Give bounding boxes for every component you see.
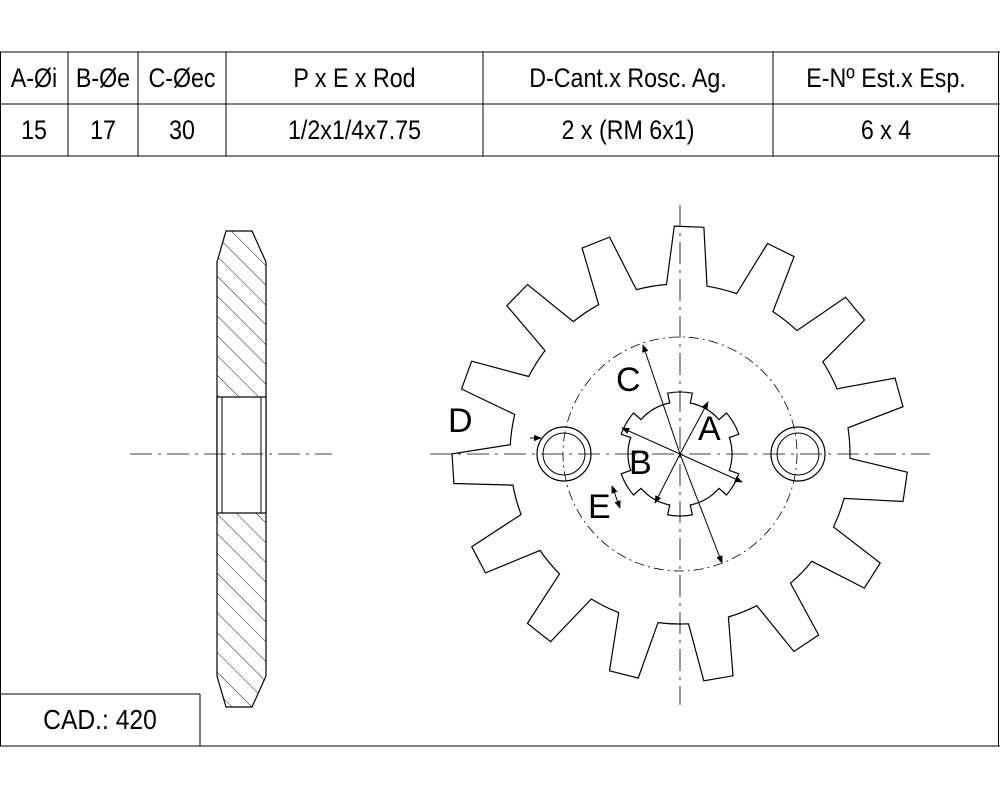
value-e: 6 x 4 [860,114,912,145]
value-d: 2 x (RM 6x1) [561,114,695,145]
header-b-outer-diameter: B-Øe [75,62,131,93]
header-a-inner-diameter: A-Øi [10,62,58,93]
spline-hub [620,391,740,517]
value-a: 15 [21,114,47,145]
header-chain-pitch: P x E x Rod [293,62,416,93]
sprocket-front-view: C D A B E [430,205,930,705]
label-e: E [588,488,611,526]
label-a: A [698,410,721,448]
bolt-circle [562,336,798,572]
value-c: 30 [169,114,195,145]
label-d: D [448,402,473,440]
spec-table-grid [0,51,1000,747]
dimension-lines [530,344,743,564]
header-e-splines: E-Nº Est.x Esp. [806,62,966,93]
value-chain-pitch: 1/2x1/4x7.75 [288,114,421,145]
header-c-bolt-circle: C-Øec [148,62,216,93]
sprocket-outline [451,225,908,682]
cad-number: CAD.: 420 [43,704,157,735]
header-d-bolt-holes: D-Cant.x Rosc. Ag. [529,62,727,93]
value-b: 17 [90,114,116,145]
label-c: C [616,361,641,399]
bolt-hole-right [770,426,826,482]
label-b: B [629,444,652,482]
bolt-hole-left [536,426,592,482]
side-section-view [130,230,332,708]
